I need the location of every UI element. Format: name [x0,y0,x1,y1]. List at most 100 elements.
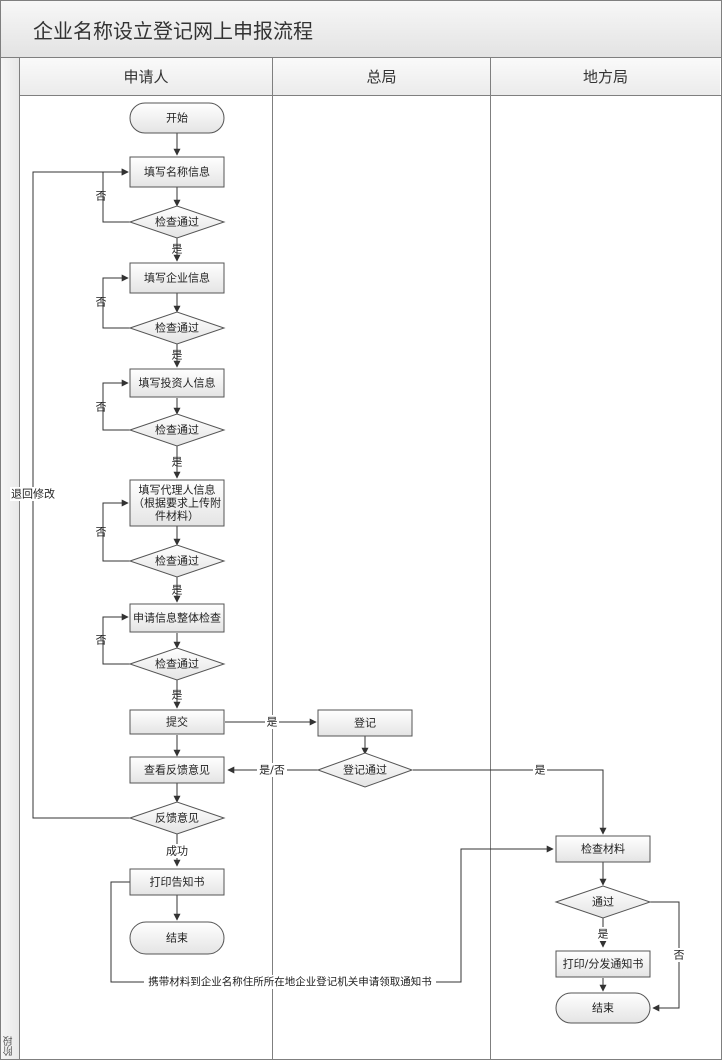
node-check1-shape [128,205,226,239]
node-end-local-label: 结束 [592,1002,614,1015]
node-view-feedback: 查看反馈意见 [129,756,225,784]
edge-label-success: 成功 [166,845,188,858]
lane-header-local-bureau: 地方局 [491,58,720,95]
node-print-notify: 打印/分发通知书 [555,950,651,978]
node-print-notify-label: 打印/分发通知书 [563,957,644,971]
node-check2-label: 检查通过 [155,321,199,335]
edge-label-yes-3: 是 [172,456,183,469]
node-fill-name-shape [129,156,225,188]
node-feedback-shape [128,801,226,835]
edge-label-no-1: 否 [96,190,107,203]
edge-check5-no [102,613,131,665]
lane-header-headquarters: 总局 [273,58,490,95]
node-fill-investor-shape [129,368,225,398]
node-print-notice: 打印告知书 [129,868,225,896]
stage-column [1,58,19,1059]
node-feedback: 反馈意见 [128,801,226,835]
node-feedback-label: 反馈意见 [155,811,199,825]
node-register-shape [317,709,413,737]
node-fill-investor: 填写投资人信息 [129,368,225,398]
node-check5: 检查通过 [128,647,226,681]
node-check1: 检查通过 [128,205,226,239]
node-fill-company: 填写企业信息 [129,262,225,294]
node-check2-shape [128,311,226,345]
node-start-label: 开始 [166,111,188,125]
node-check4-label: 检查通过 [155,554,199,568]
edge-check1-no [102,168,131,223]
node-end-applicant-shape [129,921,225,955]
node-fill-company-shape [129,262,225,294]
edge-label-local-yes: 是 [598,928,609,941]
node-check2: 检查通过 [128,311,226,345]
node-check3: 检查通过 [128,413,226,447]
edge-check4-no [102,499,131,562]
node-end-local-shape [555,992,651,1024]
diagram-title: 企业名称设立登记网上申报流程 [33,19,313,43]
edge-label-yes-4: 是 [172,584,183,597]
node-check-materials-label: 检查材料 [581,842,625,856]
edge-label-pass-yes: 是 [535,764,546,777]
node-submit: 提交 [129,709,225,735]
edge-label-local-yes-halo [596,927,610,941]
node-check5-label: 检查通过 [155,657,199,671]
edge-label-return-modify: 退回修改 [11,487,55,501]
node-end-local: 结束 [555,992,651,1024]
edge-label-yes-no-halo [257,763,287,777]
node-fill-investor-label: 填写投资人信息 [139,376,216,390]
node-register-label: 登记 [354,716,376,730]
edge-label-local-no: 否 [674,949,685,962]
node-print-notice-shape [129,868,225,896]
node-check1-label: 检查通过 [155,215,199,229]
node-overall-check-label: 申请信息整体检查 [133,611,221,625]
node-fill-name: 填写名称信息 [129,156,225,188]
node-check3-shape [128,413,226,447]
edge-check2-no [102,274,131,329]
lane-header-applicant: 申请人 [20,58,272,95]
node-check-materials: 检查材料 [555,835,651,863]
title-bar: 企业名称设立登记网上申报流程 [1,1,721,58]
node-fill-agent-label-3: 件材料） [155,509,199,523]
node-register-pass-label: 登记通过 [343,763,387,777]
node-fill-name-label: 填写名称信息 [144,165,210,179]
edge-label-yes-2: 是 [172,349,183,362]
edge-label-pass-yes-halo [533,763,547,777]
node-submit-label: 提交 [166,715,188,729]
node-pass-shape [554,885,652,919]
node-fill-agent-label-2: （根据要求上传附 [133,496,221,510]
edge-label-local-no-halo [672,948,686,962]
edge-pass-to-check-materials [413,769,607,835]
node-check-materials-shape [555,835,651,863]
node-view-feedback-label: 查看反馈意见 [144,763,210,777]
node-overall-check-shape [129,603,225,633]
node-submit-shape [129,709,225,735]
edge-label-no-3: 否 [96,401,107,414]
edge-label-return-modify-halo [10,487,56,501]
node-print-notice-label: 打印告知书 [150,875,205,889]
node-check4-shape [128,544,226,578]
node-start-shape [129,102,225,134]
node-fill-company-label: 填写企业信息 [144,271,210,285]
edge-label-no-2: 否 [96,296,107,309]
edge-check3-no [102,379,131,431]
node-check4: 检查通过 [128,544,226,578]
node-check5-shape [128,647,226,681]
edge-label-carry-materials-halo [144,975,436,989]
edge-label-yes-5: 是 [172,689,183,702]
node-register-pass: 登记通过 [316,752,414,788]
edge-label-no-5: 否 [96,634,107,647]
node-fill-agent-label-1: 填写代理人信息 [139,483,216,497]
node-end-applicant-label: 结束 [166,932,188,945]
edge-label-submit-yes-halo [265,715,279,729]
node-pass: 通过 [554,885,652,919]
node-start: 开始 [129,102,225,134]
node-print-notify-shape [555,950,651,978]
node-end-applicant: 结束 [129,921,225,955]
node-register-pass-shape [316,752,414,788]
edge-label-yes-no: 是/否 [259,764,285,777]
node-pass-label: 通过 [592,896,614,909]
edge-label-carry-materials: 携带材料到企业名称住所所在地企业登记机关申请领取通知书 [148,975,432,988]
edge-label-no-4: 否 [96,526,107,539]
